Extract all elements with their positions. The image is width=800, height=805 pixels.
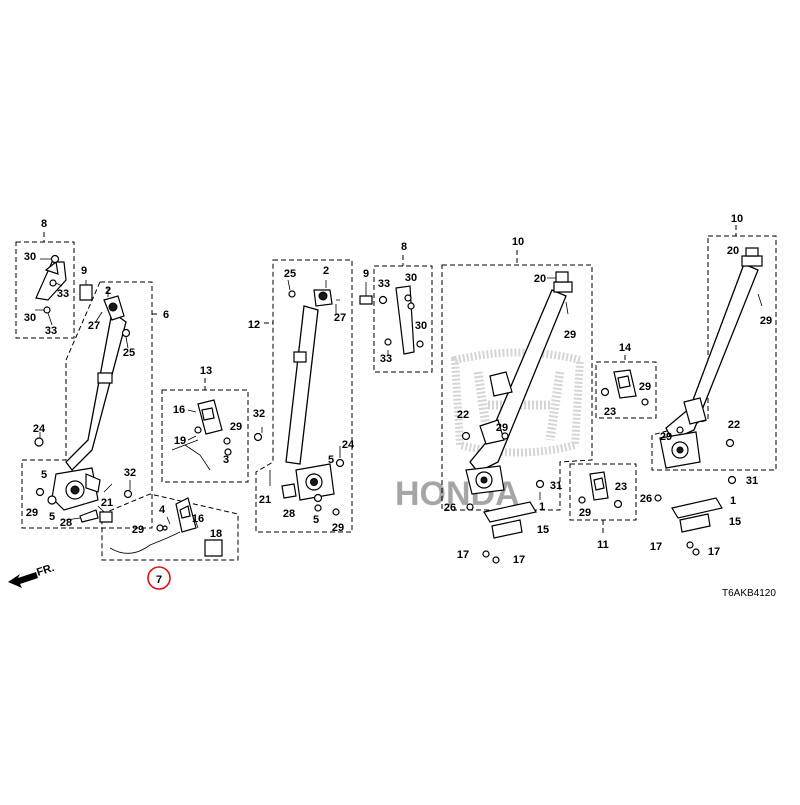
watermark-text: HONDA bbox=[395, 475, 520, 513]
callout-25: 25 bbox=[123, 347, 135, 359]
callout-27: 27 bbox=[334, 312, 346, 324]
callout-13: 13 bbox=[200, 365, 212, 377]
buckle-group-13 bbox=[171, 399, 232, 471]
callout-16: 16 bbox=[173, 404, 185, 416]
callout-17: 17 bbox=[457, 549, 469, 561]
callout-33: 33 bbox=[378, 278, 390, 290]
callout-26: 26 bbox=[640, 493, 652, 505]
callout-28: 28 bbox=[283, 508, 295, 520]
callout-27: 27 bbox=[88, 320, 100, 332]
callout-21: 21 bbox=[101, 497, 113, 509]
callout-2: 2 bbox=[105, 285, 111, 297]
callout-11: 11 bbox=[597, 539, 609, 551]
callout-4: 4 bbox=[159, 504, 166, 516]
callout-2: 2 bbox=[323, 265, 329, 277]
anchor-plate-center bbox=[359, 282, 424, 356]
callout-29: 29 bbox=[332, 522, 344, 534]
callout-10: 10 bbox=[512, 236, 524, 248]
callout-29: 29 bbox=[230, 421, 242, 433]
callout-8: 8 bbox=[41, 218, 47, 230]
callout-25: 25 bbox=[284, 268, 296, 280]
callout-5: 5 bbox=[313, 514, 319, 526]
callout-29: 29 bbox=[132, 524, 144, 536]
callout-29: 29 bbox=[639, 381, 651, 393]
callout-16: 16 bbox=[192, 513, 204, 525]
callout-29: 29 bbox=[496, 422, 508, 434]
callout-32: 32 bbox=[253, 408, 265, 420]
callout-32: 32 bbox=[124, 467, 136, 479]
front-direction-arrow: FR. bbox=[8, 562, 56, 588]
callout-28: 28 bbox=[60, 517, 72, 529]
callout-31: 31 bbox=[550, 480, 562, 492]
buckle-group-14 bbox=[600, 369, 649, 406]
rear-seat-belt-right bbox=[654, 247, 763, 556]
callout-10: 10 bbox=[731, 213, 743, 225]
callout-29: 29 bbox=[660, 431, 672, 443]
diagram-code: T6AKB4120 bbox=[722, 588, 776, 599]
callout-23: 23 bbox=[615, 481, 627, 493]
callout-5: 5 bbox=[49, 511, 55, 523]
buckle-group-7 bbox=[109, 497, 223, 557]
callout-23: 23 bbox=[604, 406, 616, 418]
callout-12: 12 bbox=[248, 319, 260, 331]
callout-15: 15 bbox=[729, 516, 741, 528]
callout-33: 33 bbox=[57, 288, 69, 300]
callout-26: 26 bbox=[444, 502, 456, 514]
callout-20: 20 bbox=[727, 245, 739, 257]
rear-seat-belt-center bbox=[461, 271, 573, 564]
callout-33: 33 bbox=[45, 325, 57, 337]
callout-19: 19 bbox=[174, 435, 186, 447]
callout-29: 29 bbox=[579, 507, 591, 519]
buckle-group-11 bbox=[578, 471, 623, 509]
callout-30: 30 bbox=[415, 320, 427, 332]
callout-30: 30 bbox=[24, 312, 36, 324]
highlight-circle bbox=[147, 566, 171, 590]
callout-24: 24 bbox=[33, 423, 46, 435]
callout-17: 17 bbox=[708, 546, 720, 558]
front-seat-belt-left bbox=[34, 288, 133, 523]
front-seat-belt-center bbox=[253, 279, 345, 516]
callout-21: 21 bbox=[259, 494, 271, 506]
callout-29: 29 bbox=[26, 507, 38, 519]
callout-22: 22 bbox=[728, 419, 740, 431]
callout-1: 1 bbox=[539, 501, 545, 513]
callout-15: 15 bbox=[537, 524, 549, 536]
callout-29: 29 bbox=[564, 329, 576, 341]
callout-31: 31 bbox=[746, 475, 758, 487]
callout-9: 9 bbox=[81, 265, 87, 277]
callout-1: 1 bbox=[730, 495, 736, 507]
callout-9: 9 bbox=[363, 268, 369, 280]
callout-8: 8 bbox=[401, 241, 407, 253]
callout-17: 17 bbox=[513, 554, 525, 566]
callout-18: 18 bbox=[210, 528, 222, 540]
callout-5: 5 bbox=[41, 469, 47, 481]
callout-30: 30 bbox=[24, 251, 36, 263]
callout-17: 17 bbox=[650, 541, 662, 553]
callout-5: 5 bbox=[328, 454, 334, 466]
callout-20: 20 bbox=[534, 273, 546, 285]
callout-22: 22 bbox=[457, 409, 469, 421]
callout-14: 14 bbox=[619, 342, 632, 354]
callout-24: 24 bbox=[342, 439, 355, 451]
callout-29: 29 bbox=[760, 315, 772, 327]
group-boxes bbox=[15, 225, 777, 561]
anchor-plate-left bbox=[35, 254, 93, 326]
callout-6: 6 bbox=[163, 309, 169, 321]
callout-33: 33 bbox=[380, 353, 392, 365]
callout-7: 7 bbox=[156, 574, 162, 586]
direction-label: FR. bbox=[35, 562, 56, 579]
callout-3: 3 bbox=[223, 454, 229, 466]
callout-30: 30 bbox=[405, 272, 417, 284]
